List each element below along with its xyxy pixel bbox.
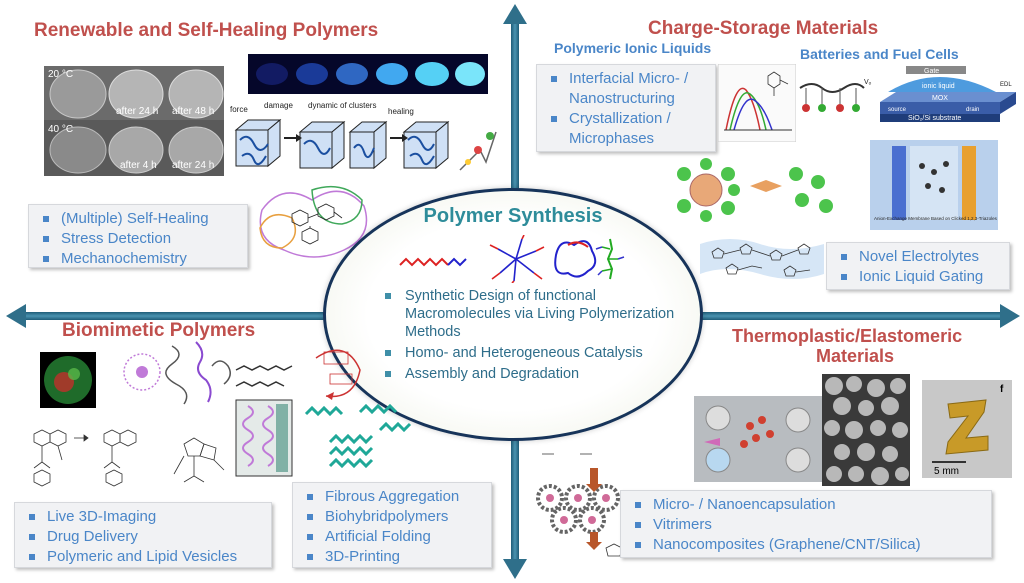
thermo-title-line1: Thermoplastic/Elastomeric [732,326,963,346]
bullet-nanocomposites: Nanocomposites (Graphene/CNT/Silica) [633,535,981,555]
charge-title: Charge-Storage Materials [648,18,879,39]
center-title: Polymer Synthesis [423,205,603,227]
device-label-source: source [888,107,907,113]
fluorescence-strip [248,54,488,94]
bullet-biohybridpolymers: Biohybridpolymers [305,507,481,527]
charge-top-bullets-box: Interfacial Micro- / Nanostructuring Cry… [536,64,716,152]
photo-label-after24: after 24 h [116,106,158,117]
self-healing-photos: 20 °C after 24 h after 48 h 40 °C after … [44,66,224,176]
membrane-label: Anion-Exchange Membrane Based on Clicked… [874,216,998,221]
photo-label-after48: after 48 h [172,106,214,117]
center-bullet-synthetic-design: Synthetic Design of functional Macromole… [381,287,681,341]
label-dynamic-clusters: dynamic of clusters [308,101,376,110]
biomimetic-left-bullets-box: Live 3D-Imaging Drug Delivery Polymeric … [14,502,272,568]
ionic-liquids-subtitle: Polymeric Ionic Liquids [554,40,712,56]
batteries-subtitle: Batteries and Fuel Cells [800,46,959,62]
renewable-title: Renewable and Self-Healing Polymers [34,20,379,41]
bullet-interfacial: Interfacial Micro- / Nanostructuring [549,69,705,109]
printed-object-photo: f 5 mm [922,380,1012,478]
bullet-mechanochemistry: Mechanochemistry [41,249,237,269]
bullet-crystallization: Crystallization / Microphases [549,109,705,149]
photo-label-40c: 40 °C [48,124,73,135]
device-label-ionic-liquid: ionic liquid [922,83,955,90]
device-label-gate: Gate [924,68,939,75]
device-label-edl: EDL [1000,82,1012,88]
scale-bar-label: 5 mm [934,466,959,477]
thermo-title-line2: Materials [816,346,895,366]
device-label-drain: drain [966,107,979,113]
bullet-drug-delivery: Drug Delivery [27,527,261,547]
transistor-device: Gate ionic liquid MOX source drain SiO₂/… [864,66,1016,122]
label-force: force [230,105,248,114]
nanoparticle-cluster [677,158,833,222]
biomimetic-title: Biomimetic Polymers [62,320,256,341]
bullet-vesicles: Polymeric and Lipid Vesicles [27,547,261,567]
helix-wall-figure [235,399,293,477]
bullet-3d-printing: 3D-Printing [305,547,481,567]
cell-imaging-photo [40,352,96,408]
fibrous-aggregates [304,403,412,469]
bullet-artificial-folding: Artificial Folding [305,527,481,547]
triazole-polymer-network [700,239,824,279]
encapsulation-diagram [536,453,632,557]
bullet-vitrimers: Vitrimers [633,515,981,535]
panel-label-f: f [1000,384,1004,395]
label-healing: healing [388,107,414,116]
bullet-stress-detection: Stress Detection [41,229,237,249]
label-damage: damage [264,101,293,110]
device-label-substrate: SiO₂/Si substrate [908,115,961,122]
photo-label-after24b: after 24 h [172,160,214,171]
bullet-novel-electrolytes: Novel Electrolytes [839,247,999,267]
molecular-structure-rings [259,185,368,258]
polymer-architectures [399,235,625,283]
healing-cubes-diagram: force damage dynamic of clusters healing [230,101,497,171]
cyclic-reaction-diagram [235,349,361,400]
bullet-nanoencapsulation: Micro- / Nanoencapsulation [633,495,981,515]
microspheres-sem [822,374,910,486]
bullet-live-imaging: Live 3D-Imaging [27,507,261,527]
micelle-folding-diagram [123,341,231,405]
biomimetic-right-bullets-box: Fibrous Aggregation Biohybridpolymers Ar… [292,482,492,568]
device-label-vg: Vₒ [864,79,872,86]
bullet-ionic-liquid-gating: Ionic Liquid Gating [839,267,999,287]
bullet-fibrous-aggregation: Fibrous Aggregation [305,487,481,507]
chemical-structures [33,429,225,487]
device-label-mox: MOX [932,95,948,102]
bullet-self-healing: (Multiple) Self-Healing [41,209,237,229]
spectra-plot [718,64,796,142]
thermo-bullets-box: Micro- / Nanoencapsulation Vitrimers Nan… [620,490,992,558]
ionic-chain-diagram [799,83,865,112]
charge-bottom-bullets-box: Novel Electrolytes Ionic Liquid Gating [826,242,1010,290]
photo-label-20c: 20 °C [48,69,73,80]
composite-schematic [694,396,822,482]
center-bullet-catalysis: Homo- and Heterogeneous Catalysis [381,344,681,362]
photo-label-after4: after 4 h [120,160,157,171]
renewable-bullets-box: (Multiple) Self-Healing Stress Detection… [28,204,248,268]
polymer-synthesis-ellipse: Polymer Synthesis Synthetic Design of fu… [323,188,703,441]
membrane-device: Anion-Exchange Membrane Based on Clicked… [870,140,998,230]
center-bullet-assembly: Assembly and Degradation [381,365,681,383]
